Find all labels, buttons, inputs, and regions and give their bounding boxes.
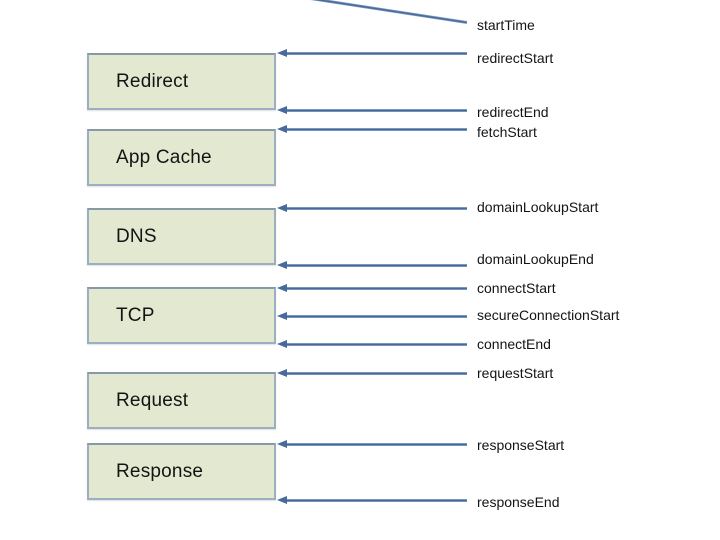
arrow-fetchstart <box>277 124 467 134</box>
arrow-connectend <box>277 339 467 349</box>
arrowhead-left-icon <box>277 106 287 114</box>
arrow-responseend <box>277 495 467 505</box>
arrow-secureconnectionstart <box>277 311 467 321</box>
event-label-domainlookupstart: domainLookupStart <box>477 199 599 215</box>
arrow-shaft <box>288 0 468 24</box>
arrowhead-left-icon <box>277 496 287 504</box>
arrow-shaft <box>287 314 467 318</box>
arrowhead-left-icon <box>277 440 287 448</box>
arrow-shaft <box>287 206 467 210</box>
phase-box-request: Request <box>87 372 276 429</box>
arrowhead-left-icon <box>277 49 287 57</box>
event-label-connectend: connectEnd <box>477 336 551 352</box>
arrow-redirectstart <box>277 48 467 58</box>
arrow-shaft <box>287 498 467 502</box>
arrowhead-left-icon <box>277 125 287 133</box>
phase-box-dns: DNS <box>87 208 276 265</box>
arrow-starttime <box>278 0 468 27</box>
event-label-responseend: responseEnd <box>477 494 560 510</box>
arrow-shaft <box>287 263 467 267</box>
arrow-shaft <box>287 342 467 346</box>
event-label-fetchstart: fetchStart <box>477 124 537 140</box>
phase-box-redirect: Redirect <box>87 53 276 110</box>
arrowhead-left-icon <box>277 261 287 269</box>
phase-box-label: Redirect <box>116 70 189 92</box>
phase-box-label: DNS <box>116 225 157 247</box>
arrow-shaft <box>287 371 467 375</box>
arrowhead-left-icon <box>277 340 287 348</box>
arrow-shaft <box>287 442 467 446</box>
arrow-redirectend <box>277 105 467 115</box>
phase-box-label: App Cache <box>116 146 212 168</box>
phase-box-app-cache: App Cache <box>87 129 276 186</box>
arrowhead-left-icon <box>277 204 287 212</box>
event-label-redirectstart: redirectStart <box>477 50 554 66</box>
arrow-shaft <box>287 108 467 112</box>
phase-box-response: Response <box>87 443 276 500</box>
phase-box-label: Response <box>116 460 204 482</box>
arrowhead-left-icon <box>277 284 287 292</box>
arrow-shaft <box>287 286 467 290</box>
event-label-redirectend: redirectEnd <box>477 104 549 120</box>
arrow-shaft <box>287 51 467 55</box>
arrow-connectstart <box>277 283 467 293</box>
phase-box-label: TCP <box>116 304 155 326</box>
arrow-domainlookupstart <box>277 203 467 213</box>
event-label-secureconnectionstart: secureConnectionStart <box>477 307 620 323</box>
event-label-connectstart: connectStart <box>477 280 556 296</box>
arrow-responsestart <box>277 439 467 449</box>
event-label-responsestart: responseStart <box>477 437 565 453</box>
arrowhead-left-icon <box>277 369 287 377</box>
phase-box-label: Request <box>116 389 189 411</box>
phase-box-tcp: TCP <box>87 287 276 344</box>
arrowhead-left-icon <box>277 312 287 320</box>
event-label-requeststart: requestStart <box>477 365 554 381</box>
arrow-shaft <box>287 127 467 131</box>
event-label-domainlookupend: domainLookupEnd <box>477 251 594 267</box>
arrow-domainlookupend <box>277 260 467 270</box>
event-label-starttime: startTime <box>477 17 535 33</box>
arrow-requeststart <box>277 368 467 378</box>
